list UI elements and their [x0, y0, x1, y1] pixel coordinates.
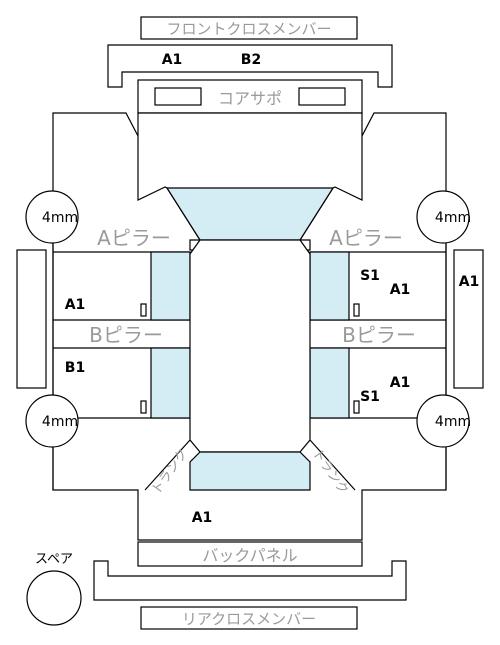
tire-front-left-depth: 4mm	[42, 210, 78, 226]
tire-rear-left-depth: 4mm	[42, 414, 78, 430]
tire-rear-right-depth: 4mm	[435, 414, 471, 430]
left-front-window	[150, 251, 191, 321]
back-panel-label: バックパネル	[202, 546, 297, 565]
left-front-door-grade: A1	[65, 297, 86, 313]
radiator-support-label: コアサポ	[218, 89, 282, 108]
right-front-door-grade-a: A1	[390, 282, 411, 298]
front-member-grade-a: A1	[162, 52, 183, 68]
a-pillar-right-bg	[317, 227, 415, 248]
left-side-sill	[16, 249, 47, 389]
tire-rear-right	[416, 394, 470, 448]
left-rear-window	[150, 347, 191, 419]
rear-bumper	[93, 560, 407, 601]
front-cross-member-label: フロントクロスメンバー	[166, 20, 331, 38]
front-bumper	[107, 44, 393, 88]
tire-rear-left	[25, 394, 79, 448]
right-rear-window	[309, 347, 350, 419]
door-handle-right-rear	[353, 400, 360, 414]
rear-cross-member-label: リアクロスメンバー	[182, 610, 316, 628]
right-panel-lines	[310, 227, 447, 490]
spare-label: スペア	[35, 552, 73, 567]
b-pillar-left-label: Bピラー	[89, 323, 163, 347]
a-pillar-right-label: Aピラー	[329, 226, 403, 250]
right-front-door-grade-s: S1	[360, 268, 380, 284]
front-cross-member-box	[140, 16, 358, 40]
right-side-grade: A1	[459, 274, 480, 290]
headlight-right	[298, 87, 346, 106]
tire-front-right-depth: 4mm	[435, 210, 471, 226]
right-rear-door-grade-a: A1	[390, 375, 411, 391]
right-front-window	[309, 251, 350, 321]
spare-tire	[26, 570, 82, 626]
left-rear-door-grade: B1	[65, 360, 85, 376]
door-handle-left-rear	[140, 400, 147, 414]
b-pillar-right-label: Bピラー	[342, 323, 416, 347]
roof	[189, 239, 311, 453]
front-member-grade-b: B2	[241, 52, 261, 68]
right-side-sill	[453, 249, 484, 389]
trunk-lid-grade: A1	[192, 510, 213, 526]
back-panel-box	[137, 541, 363, 567]
tire-front-left	[25, 190, 79, 244]
door-handle-right-front	[353, 303, 360, 317]
a-pillar-left-label: Aピラー	[97, 226, 171, 250]
tire-front-right	[416, 190, 470, 244]
rear-window	[189, 451, 311, 491]
headlight-left	[154, 87, 202, 106]
rear-cross-member-box	[140, 606, 358, 630]
trunk-corner-lines	[144, 439, 356, 491]
a-pillar-left-bg	[85, 227, 183, 248]
left-panel-lines	[52, 227, 190, 490]
right-rear-door-grade-s: S1	[360, 389, 380, 405]
door-handle-left-front	[140, 303, 147, 317]
